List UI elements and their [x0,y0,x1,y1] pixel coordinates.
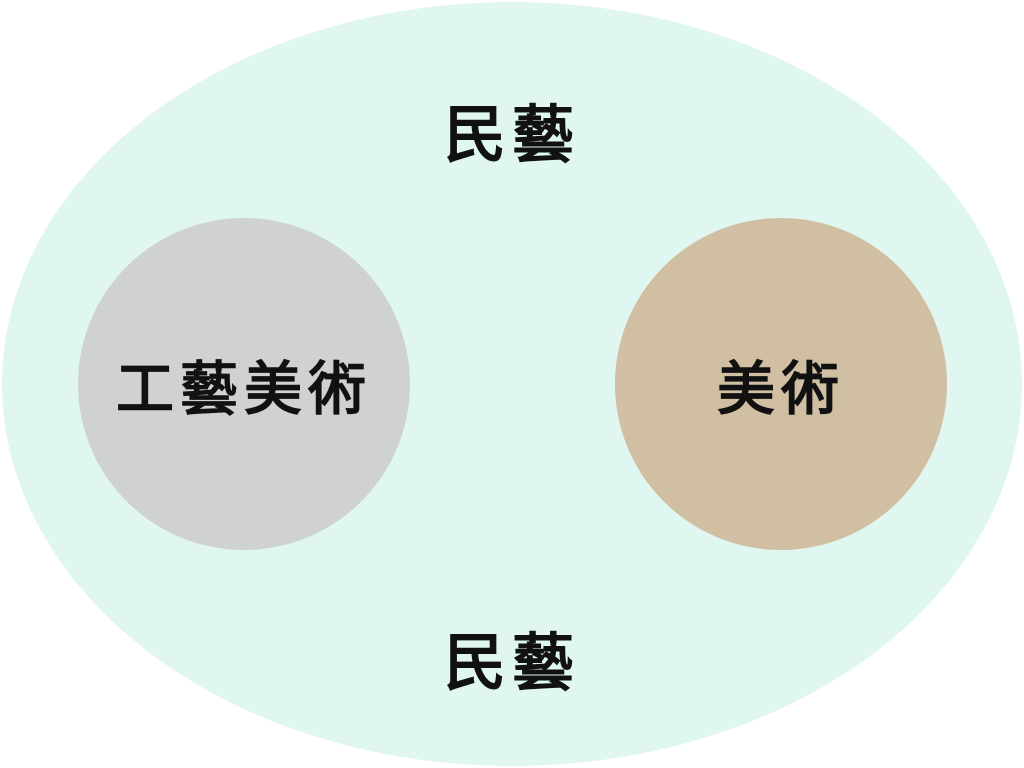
fine-art-circle: 美術 [615,218,947,550]
outer-label-top: 民藝 [443,98,580,171]
crafts-art-circle: 工藝美術 [78,218,410,550]
fine-art-label: 美術 [716,355,845,423]
outer-label-bottom: 民藝 [443,626,580,699]
crafts-art-label: 工藝美術 [115,355,372,423]
